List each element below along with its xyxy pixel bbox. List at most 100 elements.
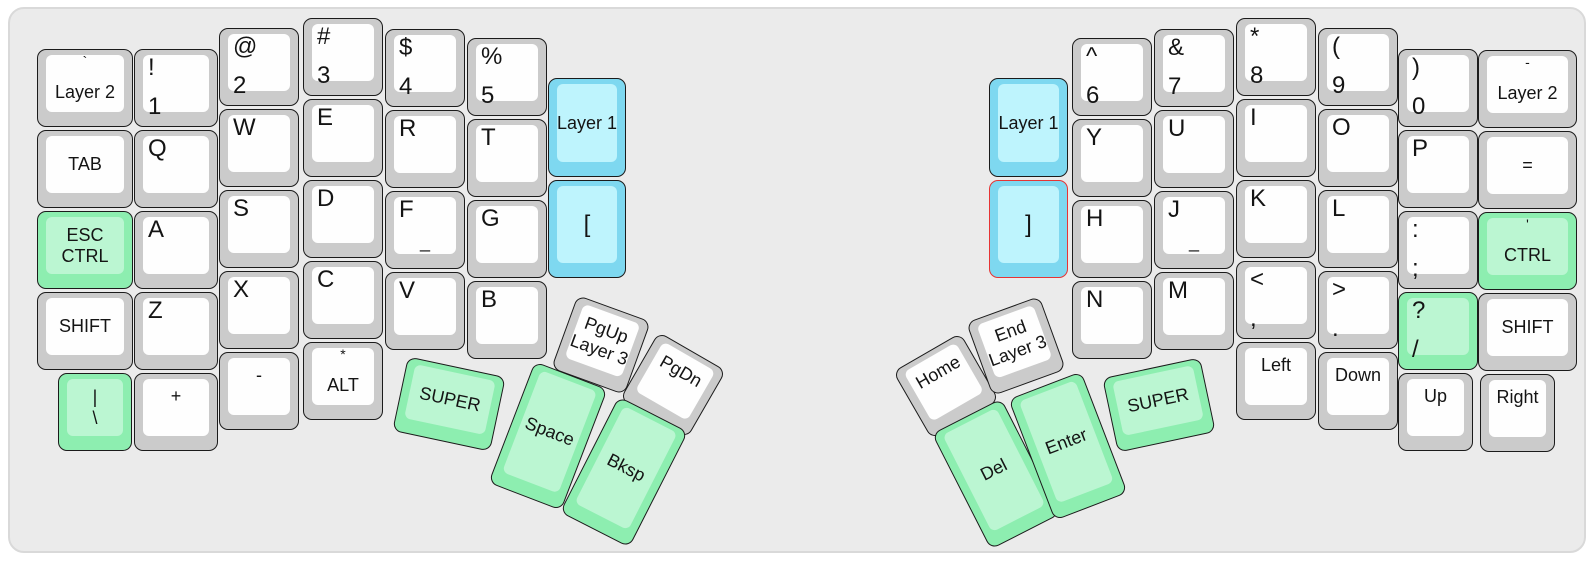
key-6[interactable]: ^6	[1072, 38, 1152, 116]
key-star-alt[interactable]: *ALT	[303, 342, 383, 420]
key-w[interactable]: W	[219, 109, 299, 187]
keycap-top-face	[1163, 197, 1225, 254]
keycap-top-face	[1245, 24, 1307, 81]
key-4[interactable]: $4	[385, 29, 465, 107]
keycap-top-face	[143, 55, 209, 112]
key-left-arrow[interactable]: Left	[1236, 342, 1316, 420]
key-a[interactable]: A	[134, 211, 218, 289]
key-grave-layer2[interactable]: `Layer 2	[37, 49, 133, 127]
keycap-top-face	[312, 186, 374, 243]
key-label-top-left: Y	[1086, 124, 1103, 151]
key-label-top-left: !	[148, 54, 155, 81]
key-label-bottom-left: /	[1412, 336, 1419, 363]
key-1[interactable]: !1	[134, 49, 218, 127]
key-m[interactable]: M	[1154, 272, 1234, 350]
key-label-line: Layer 1	[998, 112, 1059, 133]
key-label-top-left: &	[1168, 34, 1185, 61]
key-label-line: =	[1522, 155, 1533, 175]
key-equals[interactable]: =	[1478, 131, 1577, 209]
key-label-top-left: :	[1412, 216, 1419, 243]
key-rbracket[interactable]: ]	[989, 180, 1068, 278]
key-label-top-left: U	[1168, 115, 1186, 142]
key-d[interactable]: D	[303, 180, 383, 258]
key-8[interactable]: *8	[1236, 18, 1316, 96]
keycap-top-face	[1407, 55, 1469, 112]
keycap-top-face	[1163, 278, 1225, 335]
key-u[interactable]: U	[1154, 110, 1234, 188]
key-label-center: |\	[61, 379, 129, 436]
keycap-top-face	[1081, 206, 1143, 263]
key-7[interactable]: &7	[1154, 29, 1234, 107]
key-j[interactable]: J_	[1154, 191, 1234, 269]
key-o[interactable]: O	[1318, 109, 1398, 187]
key-label-line: Left	[1260, 355, 1292, 375]
key-label-center: +	[137, 379, 215, 436]
key-k[interactable]: K	[1236, 180, 1316, 258]
key-label-center: Up	[1401, 379, 1470, 436]
key-label-center: =	[1481, 137, 1574, 194]
key-label-line: SUPER	[1125, 383, 1191, 417]
key-label-line: TAB	[68, 154, 102, 174]
key-right-arrow[interactable]: Right	[1480, 374, 1555, 452]
key-v[interactable]: V	[385, 272, 465, 350]
key-semicolon[interactable]: :;	[1398, 211, 1478, 289]
keycap-top-face	[1489, 380, 1546, 437]
key-label-bottom-left: 3	[317, 62, 331, 89]
key-t[interactable]: T	[467, 119, 547, 197]
key-h[interactable]: H	[1072, 200, 1152, 278]
key-shift-right[interactable]: SHIFT	[1478, 293, 1577, 371]
key-label-line: SHIFT	[59, 316, 111, 336]
key-label-top-left: Z	[148, 297, 163, 324]
key-tab[interactable]: TAB	[37, 130, 133, 208]
key-up-arrow[interactable]: Up	[1398, 373, 1473, 451]
key-label-line: Down	[1334, 365, 1382, 385]
key-label-bottom-left: ,	[1250, 305, 1257, 332]
keycap-top-face	[1245, 186, 1307, 243]
key-plus[interactable]: +	[134, 373, 218, 451]
key-r[interactable]: R	[385, 110, 465, 188]
key-p[interactable]: P	[1398, 130, 1478, 208]
key-minus-layer2[interactable]: -Layer 2	[1478, 50, 1577, 128]
key-lbracket[interactable]: [	[548, 180, 626, 278]
key-2[interactable]: @2	[219, 28, 299, 106]
keycap-top-face	[143, 217, 209, 274]
key-label-center: SHIFT	[40, 298, 130, 355]
key-c[interactable]: C	[303, 261, 383, 339]
key-label-center: Left	[1239, 348, 1313, 405]
key-label-shifted: -	[1525, 54, 1530, 70]
key-label-bottom-left: 7	[1168, 73, 1182, 100]
key-g[interactable]: G	[467, 200, 547, 278]
key-down-arrow[interactable]: Down	[1318, 352, 1398, 430]
key-3[interactable]: #3	[303, 18, 383, 96]
key-period[interactable]: >.	[1318, 271, 1398, 349]
key-e[interactable]: E	[303, 99, 383, 177]
key-label-top-left: ^	[1086, 43, 1098, 70]
key-q[interactable]: Q	[134, 130, 218, 208]
keycap-top-face	[394, 278, 456, 335]
keycap-top-face	[312, 348, 374, 405]
key-b[interactable]: B	[467, 281, 547, 359]
key-quote-ctrl[interactable]: 'CTRL	[1478, 212, 1577, 290]
key-layer1-right[interactable]: Layer 1	[989, 78, 1068, 177]
key-n[interactable]: N	[1072, 281, 1152, 359]
key-z[interactable]: Z	[134, 292, 218, 370]
key-i[interactable]: I	[1236, 99, 1316, 177]
key-y[interactable]: Y	[1072, 119, 1152, 197]
key-label-top-left: K	[1250, 185, 1267, 212]
key-s[interactable]: S	[219, 190, 299, 268]
key-minus[interactable]: -	[219, 352, 299, 430]
key-pipe-backslash[interactable]: |\	[58, 373, 132, 451]
key-question-slash[interactable]: ?/	[1398, 292, 1478, 370]
key-f[interactable]: F_	[385, 191, 465, 269]
key-layer1-left[interactable]: Layer 1	[548, 78, 626, 177]
key-5[interactable]: %5	[467, 38, 547, 116]
key-0[interactable]: )0	[1398, 49, 1478, 127]
keycap-top-face	[394, 35, 456, 92]
key-9[interactable]: (9	[1318, 28, 1398, 106]
key-x[interactable]: X	[219, 271, 299, 349]
key-l[interactable]: L	[1318, 190, 1398, 268]
key-shift-left[interactable]: SHIFT	[37, 292, 133, 370]
key-label-top-left: F	[399, 196, 414, 223]
key-comma[interactable]: <,	[1236, 261, 1316, 339]
